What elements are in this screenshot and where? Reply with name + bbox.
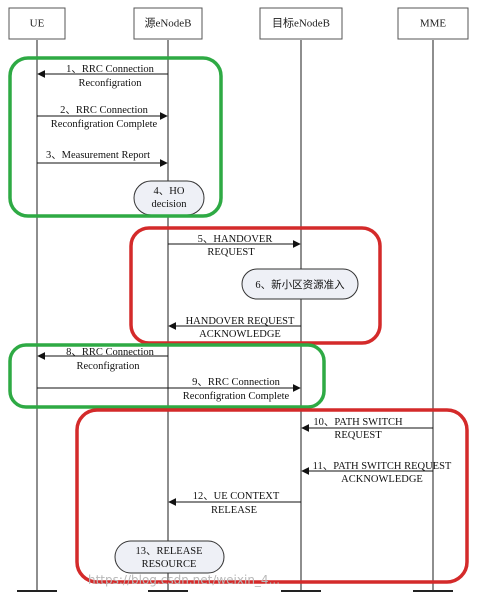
message-5-handover-request: 5、HANDOVER REQUEST — [168, 234, 301, 258]
participant-label: 源eNodeB — [144, 16, 191, 30]
message-9-rrc-connection-reconfiguration-complete: 9、RRC Connection Reconfigration Complete — [37, 377, 301, 402]
process-6-new-cell-resource-admission: 6、新小区资源准入 — [241, 268, 359, 300]
participant-mme: MME — [397, 7, 469, 40]
message-1-rrc-connection-reconfiguration: 1、RRC Connection Reconfigration — [37, 64, 168, 89]
process-label: 4、HO — [154, 186, 185, 197]
participant-ue: UE — [8, 7, 66, 40]
message-label: 8、RRC Connection — [66, 347, 155, 358]
message-label: RELEASE — [211, 505, 257, 516]
message-2-rrc-connection-reconfiguration-complete: 2、RRC Connection Reconfigration Complete — [37, 105, 168, 130]
message-label: Reconfigration — [79, 78, 143, 89]
group-frame-path-switch-red — [75, 408, 469, 584]
message-label: 1、RRC Connection — [66, 64, 155, 75]
message-label: 12、UE CONTEXT — [193, 491, 280, 502]
message-label: 3、Measurement Report — [46, 150, 150, 161]
process-label: decision — [152, 199, 188, 210]
participant-label: UE — [30, 18, 45, 30]
message-label: Reconfigration — [77, 361, 141, 372]
message-3-measurement-report: 3、Measurement Report — [37, 150, 168, 167]
group-frame-preparation-green — [8, 56, 223, 218]
message-11-path-switch-request-acknowledge: 11、PATH SWITCH REQUEST ACKNOWLEDGE — [301, 461, 452, 485]
message-8-rrc-connection-reconfiguration: 8、RRC Connection Reconfigration — [37, 347, 168, 372]
message-12-ue-context-release: 12、UE CONTEXT RELEASE — [168, 491, 301, 516]
watermark-text: https://blog.csdn.net/weixin_4... — [88, 573, 280, 587]
message-10-path-switch-request: 10、PATH SWITCH REQUEST — [301, 417, 433, 441]
message-label: 2、RRC Connection — [60, 105, 149, 116]
participant-label: 目标eNodeB — [272, 16, 330, 30]
message-label: ACKNOWLEDGE — [341, 474, 423, 485]
message-label: Reconfigration Complete — [183, 391, 290, 402]
process-13-release-resource: 13、RELEASE RESOURCE — [114, 540, 225, 574]
process-4-ho-decision: 4、HO decision — [133, 180, 205, 216]
message-label: 11、PATH SWITCH REQUEST — [313, 461, 452, 472]
message-7-handover-request-acknowledge: HANDOVER REQUEST ACKNOWLEDGE — [168, 316, 301, 340]
message-label: HANDOVER REQUEST — [186, 316, 295, 327]
message-label: REQUEST — [207, 247, 255, 258]
message-label: ACKNOWLEDGE — [199, 329, 281, 340]
group-frame-handover-request-red — [129, 226, 382, 345]
message-label: Reconfigration Complete — [51, 119, 158, 130]
message-label: 5、HANDOVER — [198, 234, 273, 245]
participant-source-enodeb: 源eNodeB — [133, 7, 203, 40]
process-label: 13、RELEASE — [135, 546, 202, 557]
message-label: 9、RRC Connection — [192, 377, 281, 388]
group-frame-reconfiguration-green — [8, 343, 326, 409]
message-label: REQUEST — [334, 430, 382, 441]
participant-target-enodeb: 目标eNodeB — [259, 7, 343, 40]
process-label: 6、新小区资源准入 — [255, 278, 345, 291]
process-label: RESOURCE — [142, 559, 197, 570]
message-label: 10、PATH SWITCH — [313, 417, 403, 428]
participant-label: MME — [420, 18, 447, 30]
